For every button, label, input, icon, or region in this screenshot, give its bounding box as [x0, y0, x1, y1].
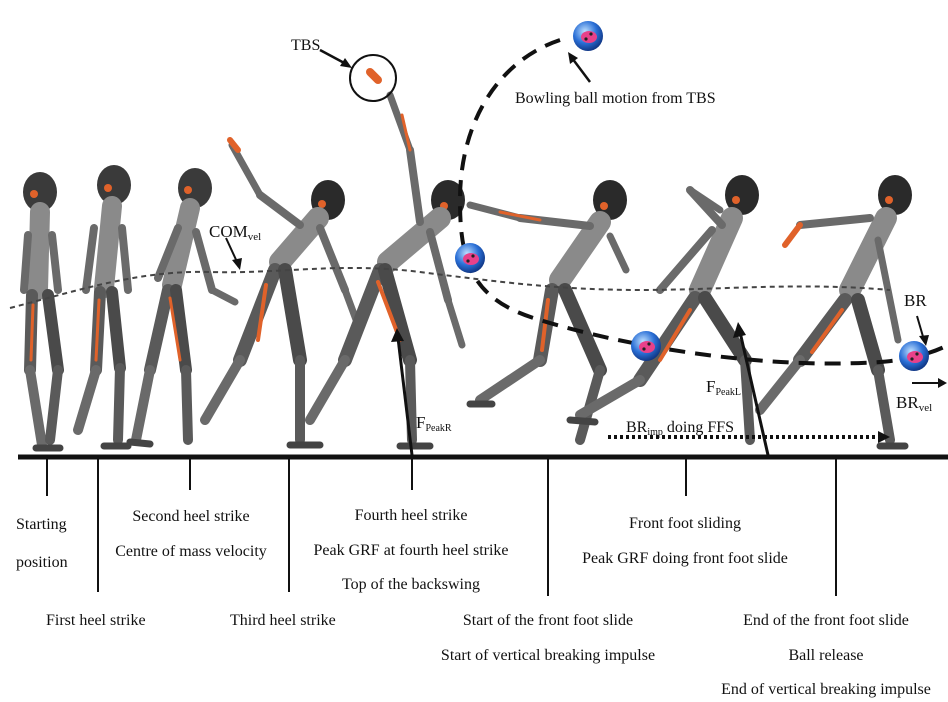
brvel-label: BRvel — [896, 393, 932, 414]
fpeakr-label-sub: PeakR — [425, 423, 451, 434]
label-ball-release: Ball release — [788, 647, 864, 664]
ball-icon-slide — [631, 331, 661, 361]
ball-motion-arrow — [571, 57, 591, 83]
fpeakl-arrowhead — [733, 322, 746, 338]
br-label: BR — [904, 291, 927, 310]
ball-motion-arrowhead — [568, 52, 578, 64]
brimp-label-main: BR — [626, 419, 648, 436]
tbs-arrowhead — [340, 58, 352, 68]
label-front-foot-sliding: Front foot sliding — [628, 515, 742, 532]
figure-starting-position — [20, 172, 64, 452]
timeline-ticks — [46, 457, 837, 596]
tbs-label: TBS — [291, 37, 321, 54]
label-end-front-foot-slide: End of the front foot slide — [743, 612, 909, 629]
fpeakr-label: FPeakR — [416, 413, 452, 434]
figure-front-foot-sliding — [566, 175, 759, 445]
com-label: COMvel — [209, 222, 261, 243]
label-peak-grf-fourth: Peak GRF at fourth heel strike — [313, 542, 509, 559]
label-fourth-heel-strike: Fourth heel strike — [354, 507, 468, 524]
bowler-figures — [20, 68, 912, 452]
label-centre-of-mass-velocity: Centre of mass velocity — [115, 543, 267, 560]
ball-motion-label: Bowling ball motion from TBS — [515, 90, 716, 107]
fpeakl-label-sub: PeakL — [715, 387, 741, 398]
com-label-main: COM — [209, 222, 248, 241]
ball-trajectory-path — [457, 38, 948, 366]
label-start-front-foot-slide: Start of the front foot slide — [462, 612, 634, 629]
fpeakr-arrow — [396, 337, 414, 456]
br-arrowhead — [919, 335, 929, 346]
fpeakl-label-main: F — [706, 377, 715, 396]
brvel-label-main: BR — [896, 393, 919, 412]
brvel-label-sub: vel — [919, 402, 932, 414]
label-starting-position-line2: position — [16, 554, 68, 571]
fpeakl-label: FPeakL — [706, 377, 741, 398]
figure-third-heel-strike — [200, 137, 362, 449]
com-arrowhead — [232, 258, 242, 270]
figure-start-front-foot-slide — [466, 180, 630, 445]
ball-icon-backswing — [455, 243, 485, 273]
fpeakl-arrow — [738, 331, 770, 456]
brimp-label-sub: imp — [647, 427, 663, 438]
tbs-marker-circle — [349, 54, 397, 102]
label-top-of-backswing: Top of the backswing — [342, 576, 480, 593]
brimp-arrowhead — [878, 431, 890, 443]
figure-first-heel-strike — [73, 165, 132, 450]
figure-second-heel-strike — [126, 168, 239, 448]
com-velocity-path — [9, 267, 891, 309]
figure-fourth-heel-strike — [305, 68, 466, 450]
label-start-vertical-braking: Start of vertical breaking impulse — [440, 647, 656, 664]
fpeakr-label-main: F — [416, 413, 425, 432]
label-end-vertical-braking: End of vertical breaking impulse — [721, 681, 931, 698]
label-peak-grf-front-slide: Peak GRF doing front foot slide — [582, 550, 788, 567]
fpeakr-arrowhead — [391, 328, 404, 342]
ball-icon-top — [573, 21, 603, 51]
brimp-label-rest: doing FFS — [663, 419, 734, 436]
brimp-label: BRimp doing FFS — [626, 419, 734, 438]
com-label-sub: vel — [248, 231, 261, 243]
brvel-arrowhead — [938, 378, 947, 388]
label-third-heel-strike: Third heel strike — [230, 612, 336, 629]
figure-ball-release — [755, 175, 912, 450]
label-first-heel-strike: First heel strike — [46, 612, 146, 629]
label-second-heel-strike: Second heel strike — [132, 508, 250, 525]
label-starting-position-line1: Starting — [16, 516, 67, 533]
ball-icon-release — [899, 341, 929, 371]
